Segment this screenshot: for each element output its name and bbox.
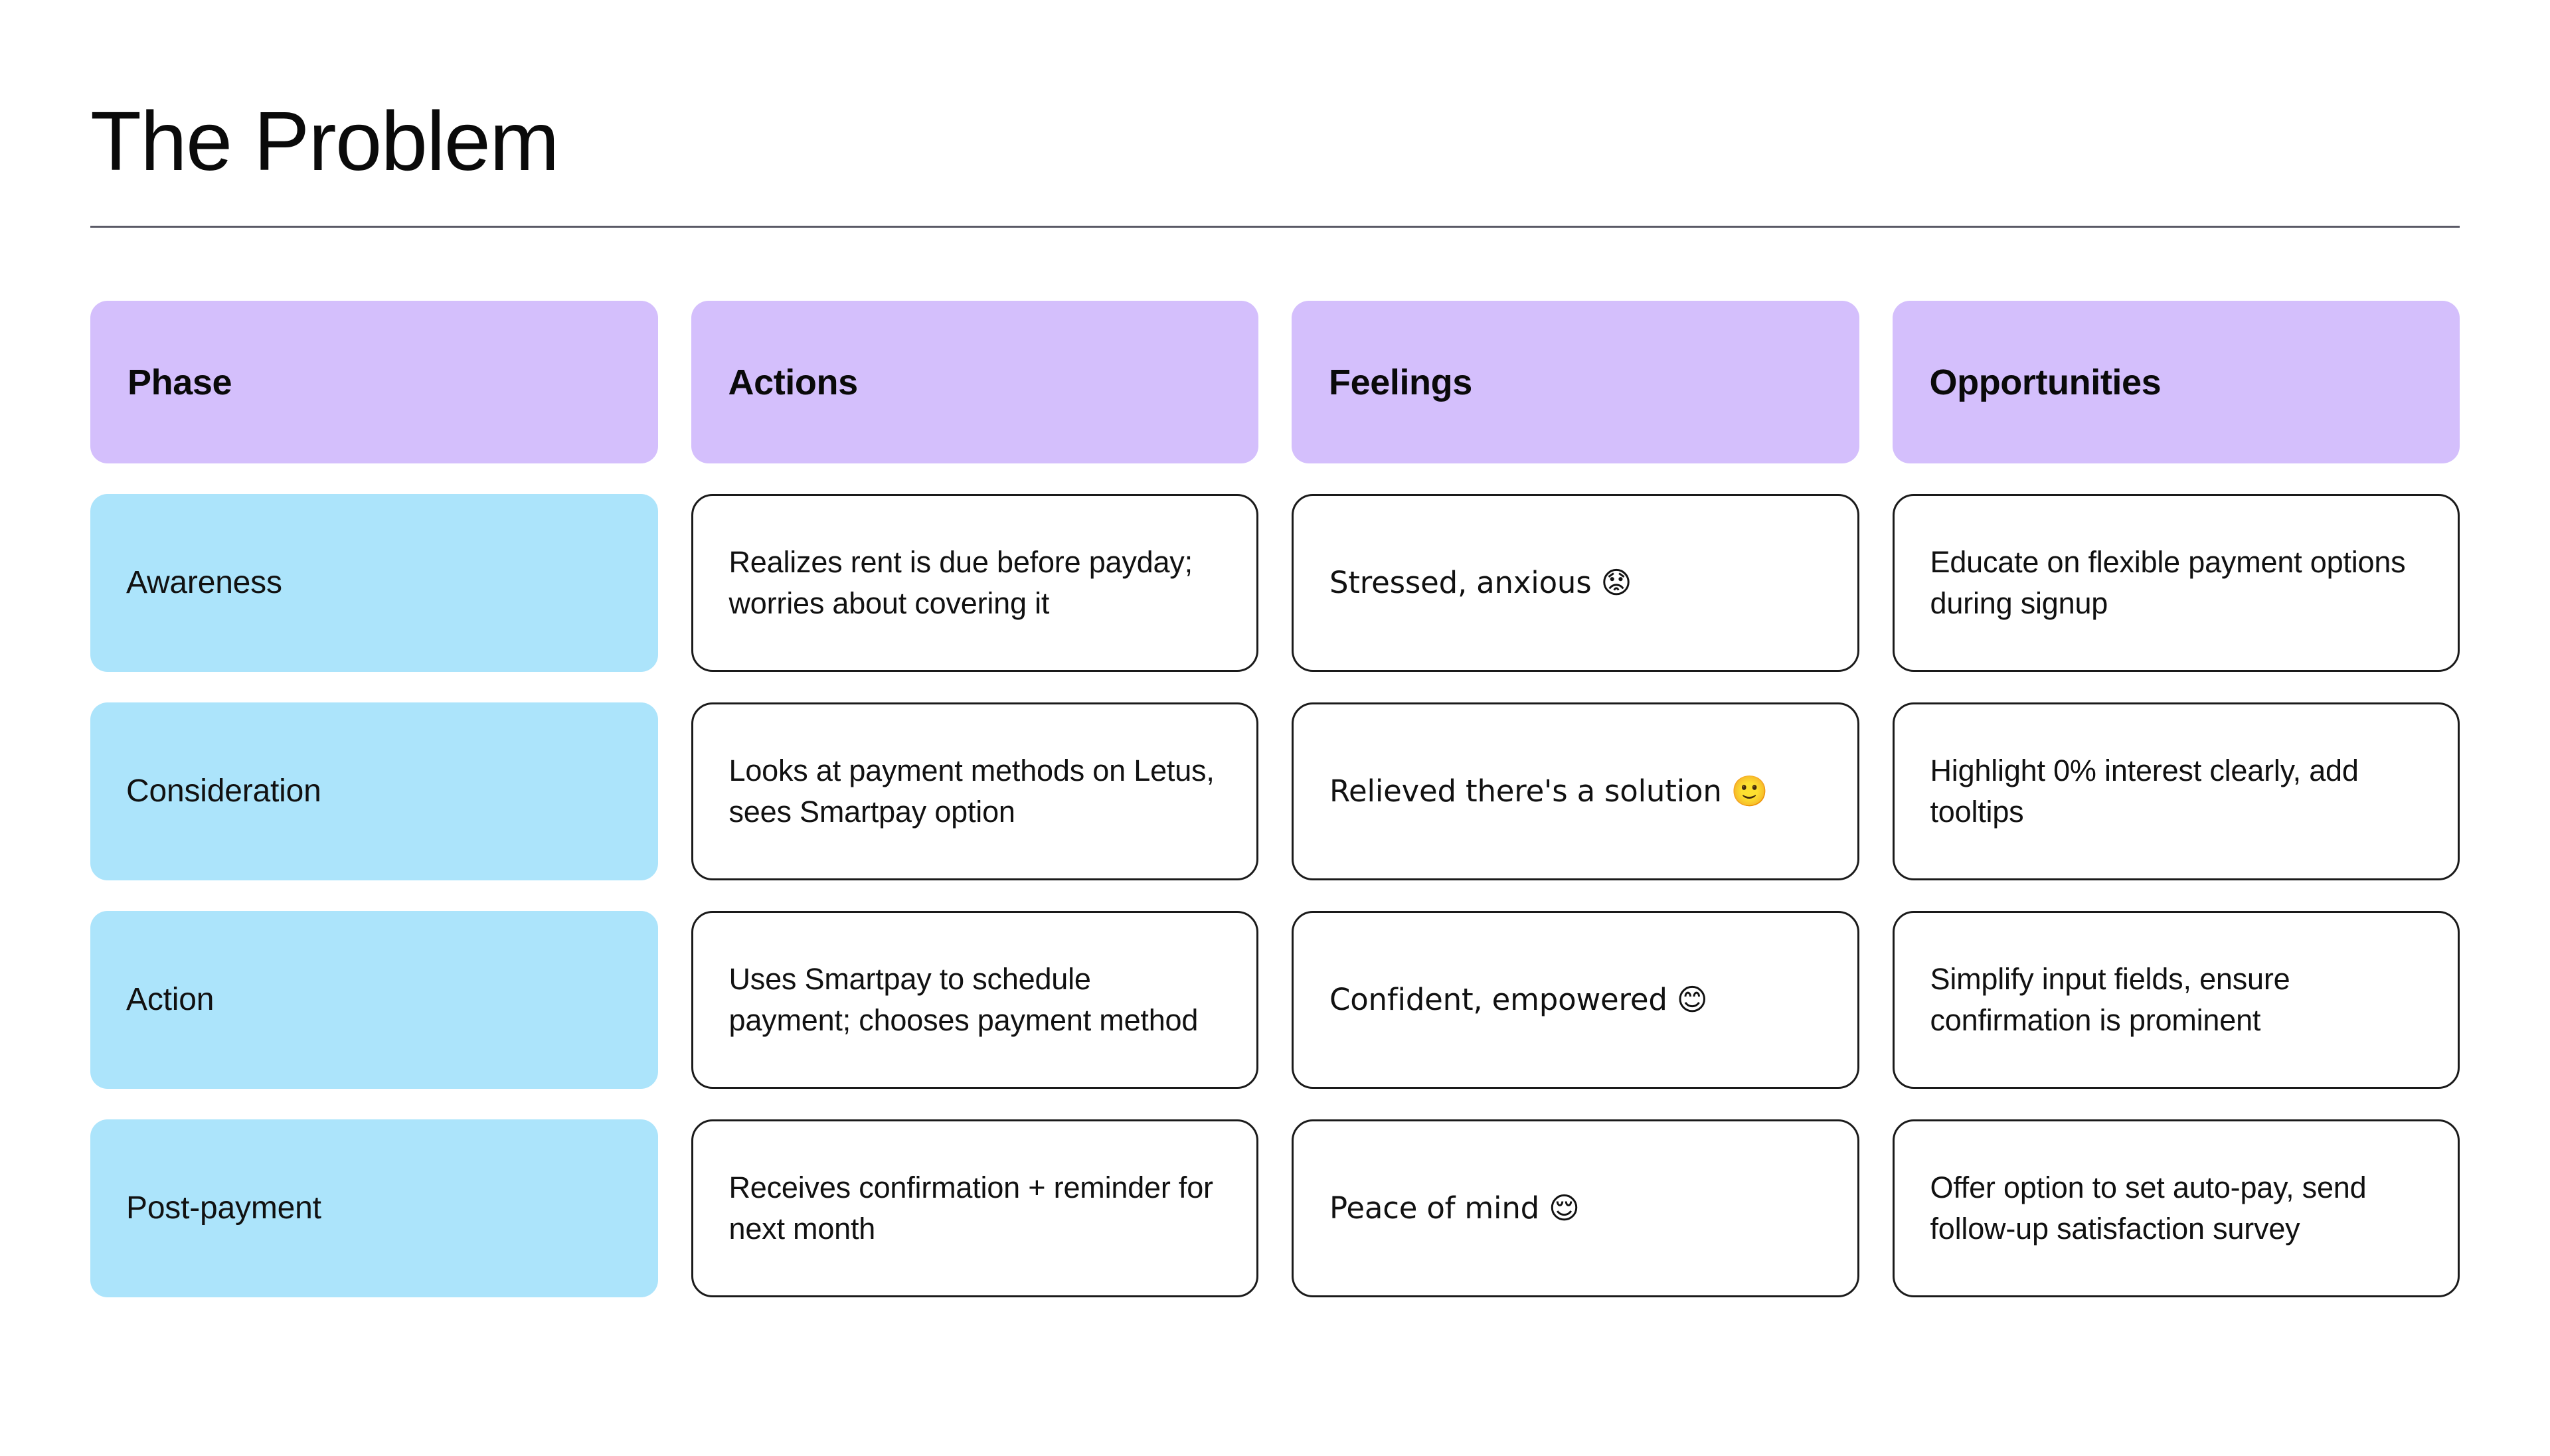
actions-cell-action: Uses Smartpay to schedule payment; choos… <box>691 911 1258 1089</box>
phase-cell-action: Action <box>90 911 658 1089</box>
title-divider <box>90 226 2460 228</box>
column-header-label: Feelings <box>1329 362 1472 402</box>
phase-cell-awareness: Awareness <box>90 494 658 672</box>
row-spacer <box>1893 672 2460 702</box>
column-header-opportunities: Opportunities <box>1892 301 2460 463</box>
row-spacer <box>90 1089 658 1119</box>
column-header-label: Actions <box>728 362 859 402</box>
row-spacer <box>90 463 658 494</box>
column-header-label: Phase <box>128 362 232 402</box>
row-spacer <box>691 463 1259 494</box>
row-spacer <box>1292 1089 1859 1119</box>
opportunities-cell-post-payment: Offer option to set auto-pay, send follo… <box>1892 1119 2460 1297</box>
cell-text: Stressed, anxious 😟 <box>1329 565 1632 601</box>
cell-text: Educate on flexible payment options duri… <box>1930 545 2406 620</box>
cell-text: Awareness <box>126 565 282 601</box>
phase-cell-post-payment: Post-payment <box>90 1119 658 1297</box>
row-spacer <box>1292 672 1859 702</box>
opportunities-cell-awareness: Educate on flexible payment options duri… <box>1892 494 2460 672</box>
row-spacer <box>1893 463 2460 494</box>
journey-map-table: Phase Awareness Consideration Action Pos… <box>90 301 2460 1297</box>
phase-cell-consideration: Consideration <box>90 702 658 880</box>
feelings-cell-awareness: Stressed, anxious 😟 <box>1292 494 1859 672</box>
opportunities-cell-action: Simplify input fields, ensure confirmati… <box>1892 911 2460 1089</box>
row-spacer <box>1292 463 1859 494</box>
cell-text: Confident, empowered 😊 <box>1329 982 1708 1018</box>
column-actions: Actions Realizes rent is due before payd… <box>691 301 1259 1297</box>
opportunities-cell-consideration: Highlight 0% interest clearly, add toolt… <box>1892 702 2460 880</box>
cell-text: Uses Smartpay to schedule payment; choos… <box>728 962 1199 1037</box>
actions-cell-awareness: Realizes rent is due before payday; worr… <box>691 494 1258 672</box>
column-header-phase: Phase <box>90 301 658 463</box>
row-spacer <box>1292 880 1859 911</box>
cell-text: Consideration <box>126 773 321 809</box>
cell-text: Highlight 0% interest clearly, add toolt… <box>1930 754 2359 829</box>
cell-text: Simplify input fields, ensure confirmati… <box>1930 962 2290 1037</box>
row-spacer <box>1893 880 2460 911</box>
title-block: The Problem <box>90 0 2460 228</box>
column-header-actions: Actions <box>691 301 1258 463</box>
feelings-cell-post-payment: Peace of mind 😌 <box>1292 1119 1859 1297</box>
cell-text: Peace of mind 😌 <box>1329 1190 1580 1226</box>
actions-cell-consideration: Looks at payment methods on Letus, sees … <box>691 702 1258 880</box>
cell-text: Offer option to set auto-pay, send follo… <box>1930 1171 2367 1246</box>
row-spacer <box>691 672 1259 702</box>
cell-text: Post-payment <box>126 1190 321 1226</box>
column-header-label: Opportunities <box>1929 362 2162 402</box>
column-header-feelings: Feelings <box>1292 301 1859 463</box>
cell-text: Relieved there's a solution 🙂 <box>1329 773 1768 809</box>
feelings-cell-consideration: Relieved there's a solution 🙂 <box>1292 702 1859 880</box>
column-feelings: Feelings Stressed, anxious 😟 Relieved th… <box>1292 301 1859 1297</box>
page-title: The Problem <box>90 94 559 188</box>
cell-text: Realizes rent is due before payday; worr… <box>728 545 1193 620</box>
column-opportunities: Opportunities Educate on flexible paymen… <box>1892 301 2460 1297</box>
cell-text: Action <box>126 982 214 1018</box>
row-spacer <box>1893 1089 2460 1119</box>
column-phase: Phase Awareness Consideration Action Pos… <box>90 301 658 1297</box>
row-spacer <box>691 1089 1259 1119</box>
row-spacer <box>90 672 658 702</box>
actions-cell-post-payment: Receives confirmation + reminder for nex… <box>691 1119 1258 1297</box>
feelings-cell-action: Confident, empowered 😊 <box>1292 911 1859 1089</box>
cell-text: Looks at payment methods on Letus, sees … <box>728 754 1215 829</box>
cell-text: Receives confirmation + reminder for nex… <box>728 1171 1214 1246</box>
row-spacer <box>691 880 1259 911</box>
row-spacer <box>90 880 658 911</box>
